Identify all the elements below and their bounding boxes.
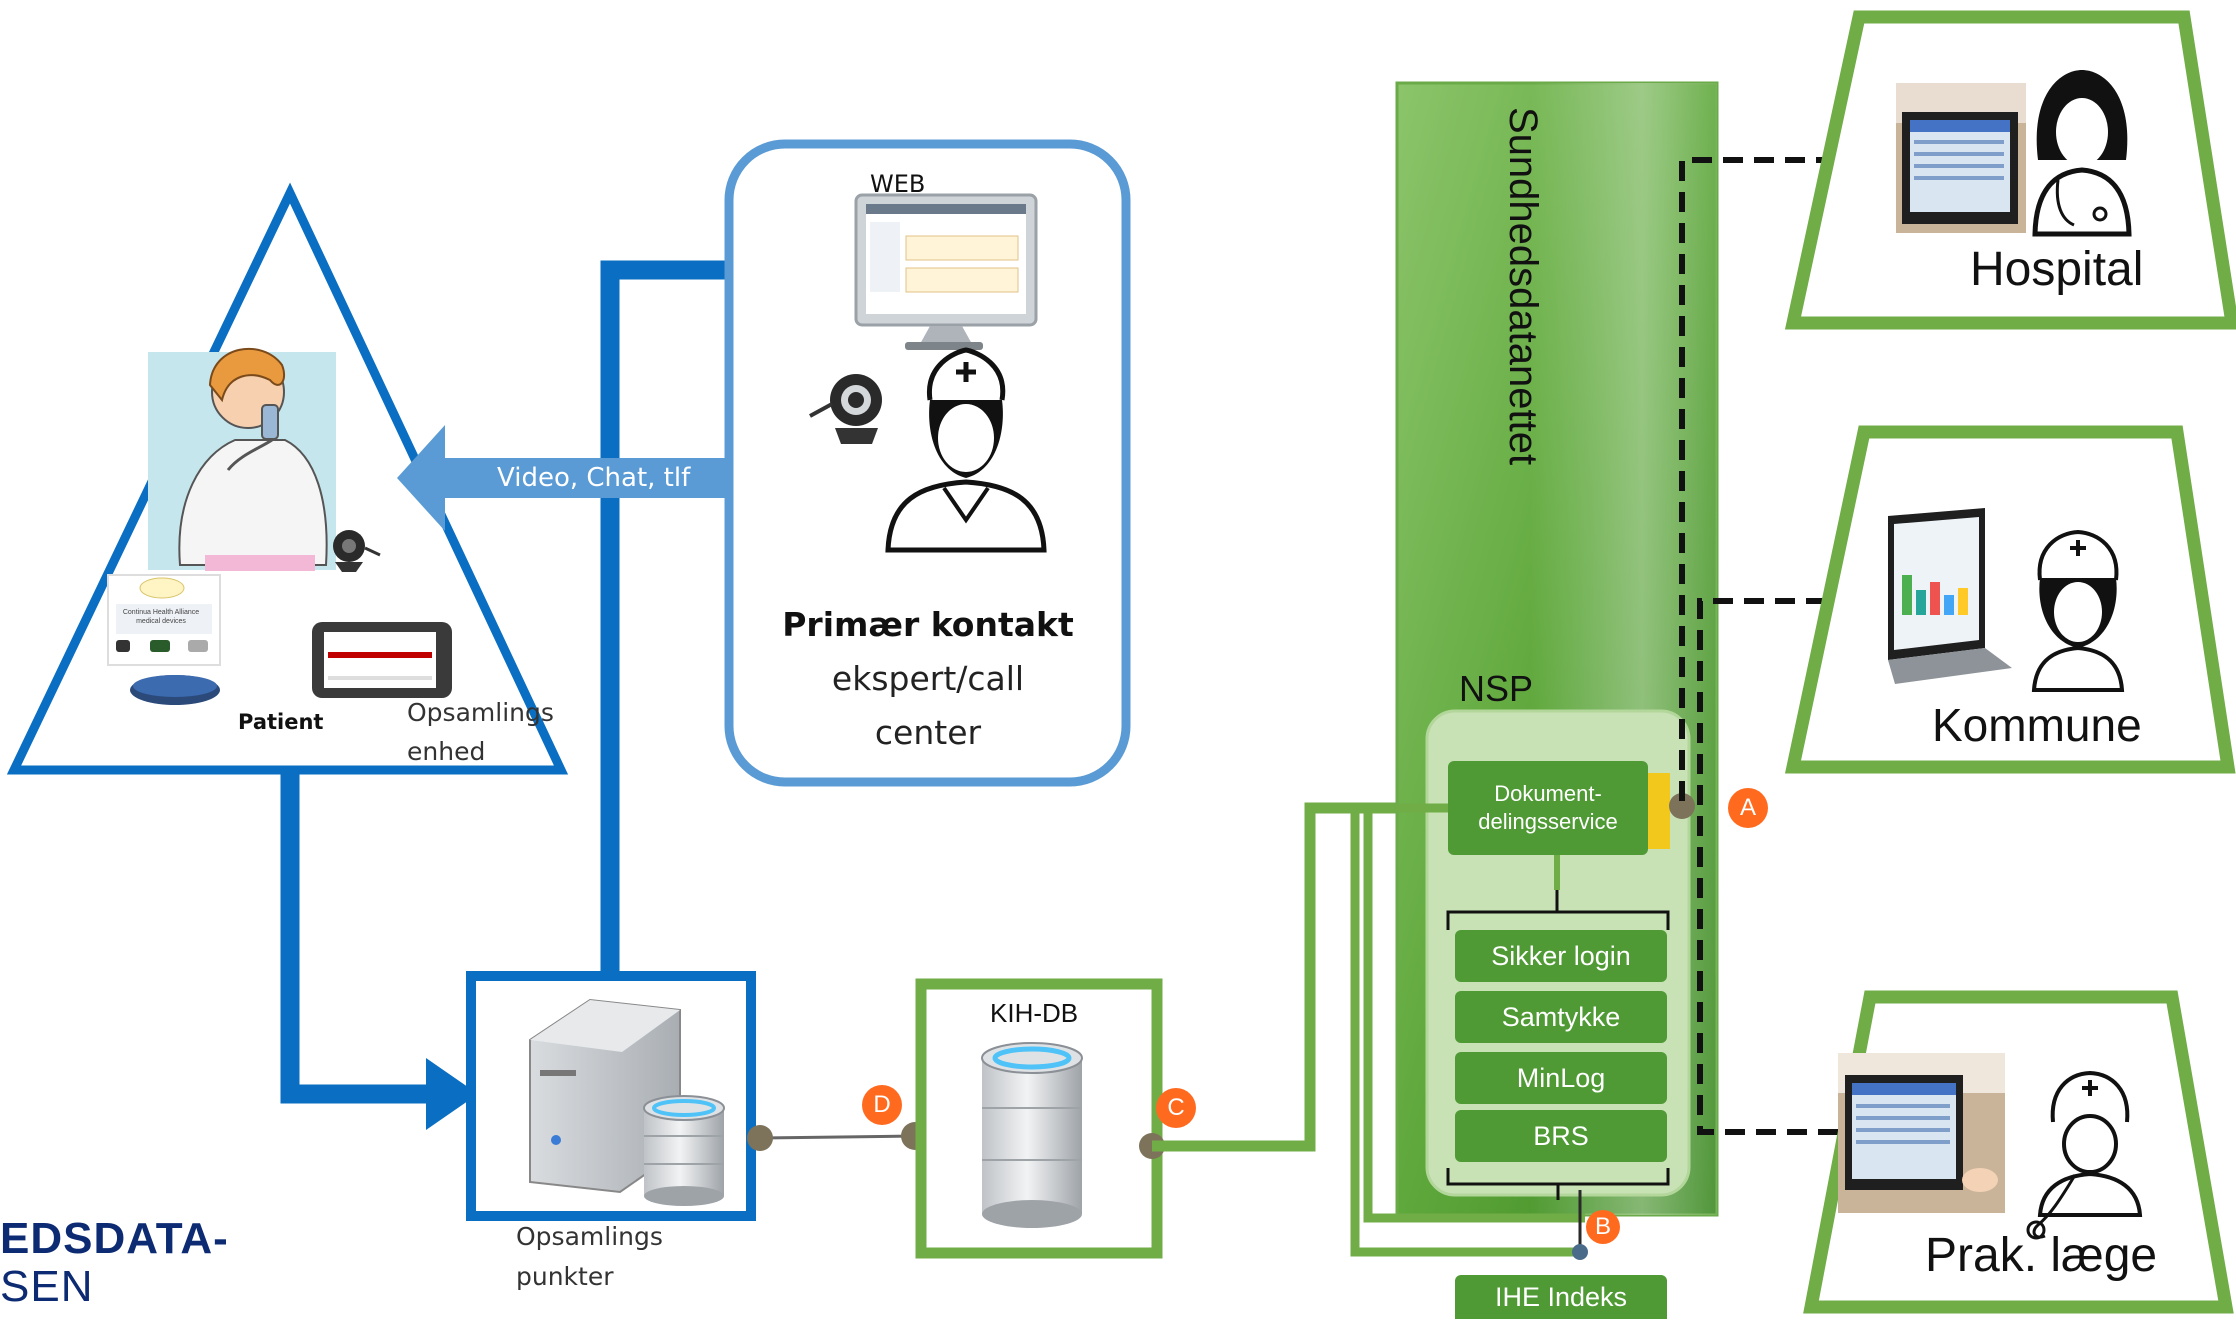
collection-device-label-line1: Opsamlings bbox=[407, 698, 554, 727]
server-tower-icon bbox=[529, 998, 681, 1194]
document-sharing-service: Dokument- delingsservice bbox=[1448, 761, 1648, 855]
collection-point-label-line1: Opsamlings bbox=[516, 1222, 663, 1251]
video-chat-arrow bbox=[397, 425, 808, 531]
nsp-label: NSP bbox=[1459, 668, 1534, 709]
web-label: WEB bbox=[870, 170, 926, 198]
prak-laege-label: Prak. læge bbox=[1925, 1229, 2158, 1282]
collection-point-label-line2: punkter bbox=[516, 1262, 614, 1291]
badge-c: C bbox=[1156, 1088, 1196, 1128]
doc-service-line1: Dokument- bbox=[1494, 781, 1602, 806]
tablet-device-icon bbox=[312, 622, 452, 698]
kih-db-cylinder-icon bbox=[981, 1042, 1083, 1228]
collection-kihdb-link bbox=[747, 1122, 929, 1151]
medical-devices-chip bbox=[107, 574, 221, 666]
badge-b: B bbox=[1586, 1210, 1620, 1244]
logo-line1: EDSDATA- bbox=[0, 1214, 229, 1263]
patient-illustration bbox=[148, 347, 336, 571]
patient-webcam-icon bbox=[333, 530, 381, 572]
service-samtykke: Samtykke bbox=[1455, 991, 1667, 1043]
badge-a: A bbox=[1728, 788, 1768, 828]
service-bracket-top bbox=[1446, 910, 1670, 930]
service-sikker-login: Sikker login bbox=[1455, 930, 1667, 982]
nurse-icon bbox=[885, 347, 1047, 553]
ihe-index: IHE Indeks bbox=[1455, 1275, 1667, 1319]
doc-service-line2: delingsservice bbox=[1478, 809, 1618, 834]
hospital-screen-photo bbox=[1896, 83, 2026, 233]
primary-contact-line3: center bbox=[874, 713, 982, 752]
scale-device-icon bbox=[130, 675, 220, 705]
hospital-label: Hospital bbox=[1970, 243, 2144, 296]
collection-db-icon bbox=[643, 1095, 725, 1206]
primary-contact-line2: ekspert/call bbox=[831, 659, 1025, 698]
service-bracket-bottom bbox=[1446, 1168, 1670, 1200]
badge-d: D bbox=[862, 1085, 902, 1125]
patient-to-collection-arrow bbox=[280, 770, 478, 1130]
medical-devices-chip-text: Continua Health Alliance medical devices bbox=[122, 609, 200, 625]
webcam-icon bbox=[809, 374, 882, 444]
network-title: Sundhedsdatanettet bbox=[1501, 107, 1545, 466]
kommune-label: Kommune bbox=[1932, 699, 2142, 751]
patient-label: Patient bbox=[238, 710, 324, 734]
service-minlog: MinLog bbox=[1455, 1052, 1667, 1104]
logo-line2: SEN bbox=[0, 1262, 94, 1311]
doctor-stethoscope-icon bbox=[2026, 1070, 2143, 1240]
green-routing-lines bbox=[1350, 803, 1588, 1260]
doctor-female-icon bbox=[2032, 70, 2132, 237]
collection-device-label-line2: enhed bbox=[407, 737, 486, 766]
monitor-icon bbox=[854, 193, 1038, 350]
nurse-kommune-icon bbox=[2031, 529, 2125, 692]
prak-screen-photo bbox=[1838, 1053, 2005, 1213]
primary-contact-title: Primær kontakt bbox=[782, 605, 1074, 644]
laptop-dashboard-icon bbox=[1888, 508, 2012, 684]
video-chat-label: Video, Chat, tlf bbox=[497, 463, 691, 493]
kih-db-label: KIH-DB bbox=[990, 998, 1079, 1028]
service-brs: BRS bbox=[1455, 1110, 1667, 1162]
doc-service-connector bbox=[1648, 773, 1695, 849]
